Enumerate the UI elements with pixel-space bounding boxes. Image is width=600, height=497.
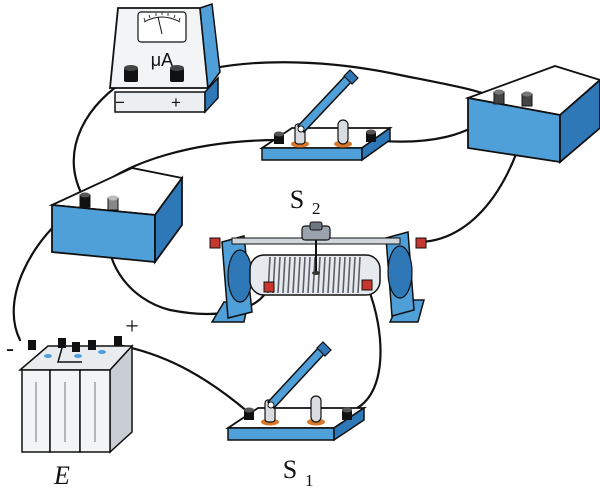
switch-s2-label: S 2: [290, 185, 321, 218]
switch-s1-label: S 1: [283, 455, 314, 490]
rheostat: [209, 221, 427, 323]
rheostat-coil: [267, 256, 361, 294]
box-left-terminal-right: [107, 195, 119, 211]
switch-s2-letter: S: [290, 185, 304, 214]
battery-minus-label: -: [6, 336, 14, 362]
switch-s1-subscript: 1: [305, 471, 314, 490]
battery-terminal-plus: [114, 336, 122, 346]
rheostat-terminal-bottom-right: [361, 279, 373, 291]
battery-e-label: E: [53, 461, 70, 490]
box-left-terminal-left: [79, 192, 91, 208]
rheostat-terminal-top-right: [415, 237, 427, 249]
switch-s2: [259, 69, 393, 162]
wire-switch1-to-rheostat: [346, 286, 382, 414]
battery-plus-label: +: [125, 314, 139, 340]
switch-s2-terminal-right: [366, 129, 376, 142]
box-right-terminal-right: [521, 91, 533, 107]
rheostat-slider: [301, 221, 331, 275]
box-right-terminal-left: [493, 89, 505, 105]
battery-terminal-minus: [28, 340, 36, 350]
battery-cell-3: [79, 369, 111, 453]
switch-s1-terminal-right: [342, 407, 352, 420]
battery-cell-1: [21, 369, 51, 453]
wire-battery-plus-to-switch1: [116, 343, 250, 414]
resistance-box-left: [48, 167, 184, 265]
microammeter: μA − +: [109, 2, 221, 114]
meter-minus-terminal: [124, 65, 138, 82]
meter-symbol-label: μA: [151, 50, 173, 70]
switch-s2-contact: [337, 119, 349, 145]
meter-plus-terminal: [170, 65, 184, 82]
resistance-box-right: [464, 65, 600, 164]
wire-meter-plus-to-box-right: [176, 61, 502, 102]
switch-s1: [225, 341, 367, 442]
switch-s1-letter: S: [283, 455, 297, 484]
meter-plus-label: +: [171, 93, 181, 112]
switch-s2-terminal-left: [274, 131, 284, 144]
battery-e: - + E: [6, 314, 139, 490]
meter-minus-label: −: [115, 93, 125, 112]
meter-needle: [157, 16, 163, 35]
switch-s2-subscript: 2: [312, 199, 321, 218]
rheostat-terminal-bottom-left: [263, 281, 275, 293]
battery-cell-2: [49, 369, 81, 453]
switch-s1-contact: [310, 395, 322, 423]
rheostat-terminal-top-left: [209, 237, 221, 249]
switch-s1-terminal-left: [244, 407, 254, 420]
